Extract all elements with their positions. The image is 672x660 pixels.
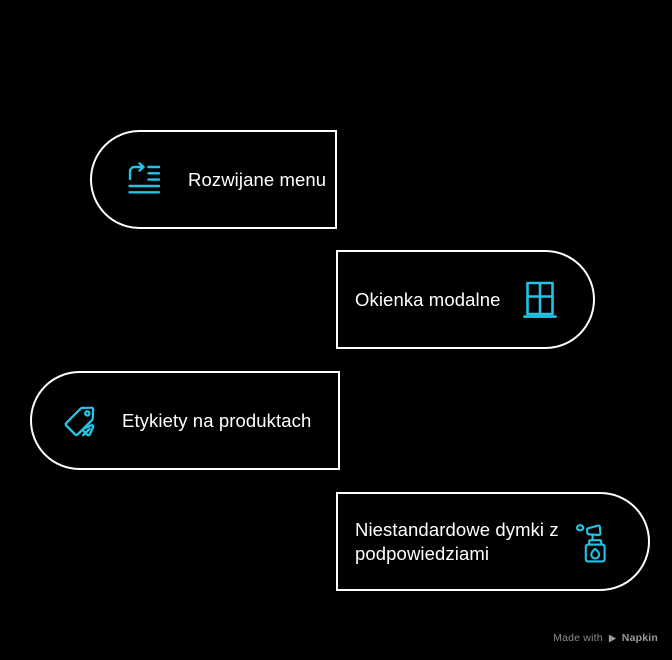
tooltip-spray-icon	[569, 516, 621, 568]
watermark-prefix: Made with	[553, 632, 603, 644]
watermark: Made with Napkin	[553, 632, 658, 644]
product-tags-icon	[56, 395, 108, 447]
card-okienka-modalne[interactable]: Okienka modalne	[336, 250, 595, 349]
dropdown-menu-icon	[118, 154, 170, 206]
card-rozwijane-menu[interactable]: Rozwijane menu	[90, 130, 337, 229]
card-content: Okienka modalne	[338, 252, 593, 347]
card-content: Rozwijane menu	[92, 132, 335, 227]
napkin-logo-icon	[607, 633, 618, 644]
watermark-brand: Napkin	[621, 632, 658, 644]
card-content: Etykiety na produktach	[32, 373, 338, 468]
card-label: Etykiety na produktach	[122, 409, 312, 431]
card-content: Niestandardowe dymki z podpowiedziami	[338, 494, 648, 589]
card-niestandardowe-dymki[interactable]: Niestandardowe dymki z podpowiedziami	[336, 492, 650, 591]
card-label: Okienka modalne	[355, 288, 501, 310]
card-etykiety-na-produktach[interactable]: Etykiety na produktach	[30, 371, 340, 470]
modal-window-icon	[514, 274, 566, 326]
card-label: Niestandardowe dymki z podpowiedziami	[355, 518, 559, 564]
card-label: Rozwijane menu	[188, 168, 327, 190]
